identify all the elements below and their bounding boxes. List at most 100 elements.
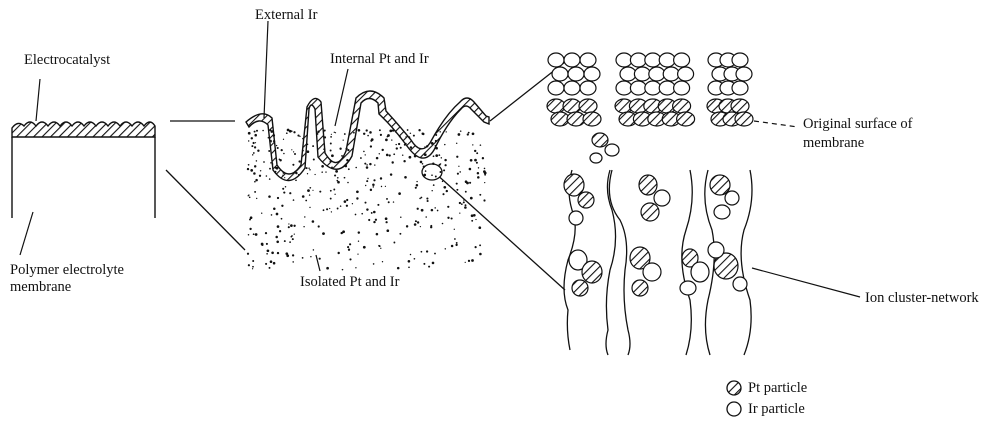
stipple-dot	[279, 230, 281, 232]
stipple-dot	[347, 149, 349, 151]
stipple-dot	[303, 226, 304, 227]
stipple-dot	[282, 175, 283, 176]
stipple-dot	[444, 159, 446, 161]
stipple-dot	[363, 133, 365, 135]
stipple-dot	[373, 211, 376, 214]
stipple-dot	[469, 168, 472, 171]
stipple-dot	[447, 206, 449, 208]
stipple-dot	[393, 242, 395, 244]
stipple-dot	[360, 157, 362, 159]
stipple-dot	[484, 174, 486, 176]
stipple-dot	[344, 177, 346, 179]
stipple-dot	[398, 143, 400, 145]
stipple-dot	[445, 164, 447, 166]
stipple-dot	[474, 150, 476, 152]
stipple-dot	[478, 167, 479, 168]
stipple-dot	[347, 246, 349, 248]
pt-particle	[567, 112, 585, 126]
stipple-dot	[479, 244, 481, 246]
stipple-dot	[459, 202, 461, 204]
stipple-dot	[372, 184, 375, 187]
stipple-dot	[432, 162, 434, 164]
stipple-dot	[273, 140, 275, 142]
stipple-dot	[439, 171, 441, 173]
stipple-dot	[265, 232, 267, 234]
stipple-dot	[425, 216, 427, 218]
stipple-dot	[325, 171, 326, 172]
stipple-dot	[292, 238, 294, 240]
stipple-dot	[256, 130, 258, 132]
stipple-dot	[414, 155, 417, 158]
stipple-dot	[431, 190, 432, 191]
stipple-dot	[386, 198, 388, 200]
stipple-dot	[414, 223, 417, 226]
stipple-dot	[290, 236, 292, 238]
stipple-dot	[347, 182, 349, 184]
stipple-dot	[342, 230, 345, 233]
stipple-dot	[288, 223, 289, 224]
stipple-dot	[331, 134, 332, 135]
stipple-dot	[363, 151, 365, 153]
ion-network-leader	[752, 268, 860, 297]
stipple-dot	[275, 167, 277, 169]
ir-particle	[580, 81, 596, 95]
stipple-dot	[433, 184, 435, 186]
stipple-dot	[269, 178, 271, 180]
stipple-dot	[385, 186, 386, 187]
stipple-dot	[273, 134, 276, 137]
stipple-dot	[431, 142, 434, 145]
stipple-dot	[483, 170, 486, 173]
stipple-dot	[314, 174, 315, 175]
stipple-dot	[345, 148, 347, 150]
stipple-dot	[423, 165, 425, 167]
stipple-dot	[254, 134, 257, 137]
stipple-dot	[426, 145, 428, 147]
stipple-dot	[484, 182, 485, 183]
stipple-dot	[421, 251, 423, 253]
stipple-dot	[266, 253, 268, 255]
stipple-dot	[297, 135, 299, 137]
stipple-dot	[377, 204, 379, 206]
stipple-dot	[334, 194, 335, 195]
stipple-dot	[292, 254, 294, 256]
ir-particle	[590, 153, 602, 163]
stipple-dot	[423, 174, 426, 177]
stipple-dot	[271, 252, 274, 255]
stipple-dot	[366, 164, 368, 166]
stipple-dot	[309, 187, 311, 189]
stipple-dot	[373, 179, 375, 181]
stipple-dot	[379, 129, 381, 131]
stipple-dot	[275, 236, 278, 239]
stipple-dot	[446, 190, 448, 192]
stipple-dot	[356, 197, 358, 199]
stipple-dot	[248, 234, 250, 236]
stipple-dot	[415, 187, 417, 189]
stipple-dot	[310, 256, 311, 257]
stipple-dot	[365, 154, 366, 155]
stipple-dot	[346, 159, 348, 161]
stipple-dot	[334, 132, 335, 133]
pt-particle	[731, 99, 749, 113]
stipple-dot	[379, 153, 380, 154]
dispersed-particles	[247, 129, 487, 271]
stipple-dot	[286, 132, 288, 134]
stipple-dot	[376, 157, 379, 160]
stipple-dot	[465, 262, 466, 263]
stipple-dot	[421, 209, 424, 212]
stipple-dot	[432, 262, 435, 265]
stipple-dot	[476, 152, 478, 154]
stipple-dot	[337, 208, 339, 210]
ir-particle	[580, 53, 596, 67]
ir-particle	[564, 81, 580, 95]
stipple-dot	[471, 214, 474, 217]
stipple-dot	[364, 163, 366, 165]
stipple-dot	[458, 166, 459, 167]
stipple-dot	[370, 189, 372, 191]
stipple-dot	[405, 136, 406, 137]
stipple-dot	[428, 266, 430, 268]
ir-particle	[568, 67, 584, 81]
stipple-dot	[282, 188, 284, 190]
stipple-dot	[248, 264, 250, 266]
stipple-dot	[385, 217, 388, 220]
stipple-dot	[404, 144, 406, 146]
